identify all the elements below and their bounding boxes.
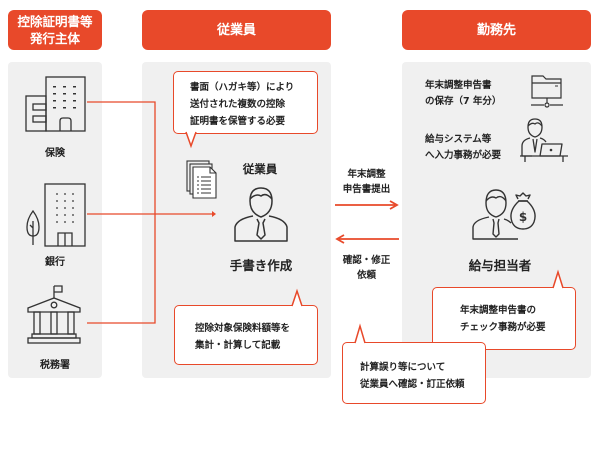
header-issuer: 控除証明書等 発行主体 bbox=[8, 10, 102, 50]
header-employee: 従業員 bbox=[142, 10, 331, 50]
employer-input-text: 給与システム等 へ入力事務が必要 bbox=[425, 134, 502, 161]
documents-icon bbox=[186, 160, 217, 199]
folder-storage-icon bbox=[531, 75, 563, 108]
bubble-tail-calculation bbox=[291, 288, 303, 308]
header-employer-label: 勤務先 bbox=[476, 22, 516, 38]
issuer-label-tax-office: 税務署 bbox=[40, 360, 70, 371]
bubble-tail-document-storage bbox=[185, 130, 197, 149]
header-employee-label: 従業員 bbox=[216, 22, 256, 38]
bubble-tail-correction-request bbox=[354, 323, 366, 345]
bubble-calculation-text: 控除対象保険料額等を 集計・計算して記載 bbox=[195, 323, 291, 351]
dollar-sign-glyph: $ bbox=[519, 210, 527, 224]
payroll-staff-caption: 給与担当者 bbox=[468, 258, 532, 273]
bubble-check-work: 年末調整申告書の チェック事務が必要 bbox=[432, 287, 576, 350]
header-employer: 勤務先 bbox=[402, 10, 591, 50]
flow-request-arrow bbox=[335, 234, 399, 244]
payroll-staff-icon: $ bbox=[472, 189, 536, 240]
bubble-tail-check-work bbox=[552, 269, 564, 290]
connector-insurance bbox=[87, 101, 156, 324]
bubble-correction-request-text: 計算誤り等について 従業員へ確認・訂正依頼 bbox=[360, 362, 465, 390]
issuer-label-bank: 銀行 bbox=[45, 257, 65, 268]
office-worker-laptop-icon bbox=[520, 118, 568, 162]
bubble-check-work-text: 年末調整申告書の チェック事務が必要 bbox=[460, 305, 546, 333]
issuer-label-insurance: 保険 bbox=[45, 148, 65, 159]
bubble-correction-request: 計算誤り等について 従業員へ確認・訂正依頼 bbox=[342, 342, 486, 404]
bank-building-icon bbox=[26, 183, 86, 247]
bubble-document-storage-text: 書面（ハガキ等）により 送付された複数の控除 証明書を保管する必要 bbox=[190, 82, 295, 127]
header-issuer-label: 控除証明書等 発行主体 bbox=[17, 14, 93, 46]
connector-arrowhead bbox=[212, 211, 216, 217]
flow-submit-arrow bbox=[335, 200, 399, 210]
employee-person-title: 従業員 bbox=[242, 162, 278, 176]
flow-submit-label: 年末調整 申告書提出 bbox=[342, 169, 391, 195]
bubble-document-storage: 書面（ハガキ等）により 送付された複数の控除 証明書を保管する必要 bbox=[173, 71, 318, 134]
employee-handwriting-caption: 手書き作成 bbox=[229, 258, 293, 273]
flow-request-label: 確認・修正 依頼 bbox=[342, 255, 391, 281]
office-building-icon bbox=[25, 76, 86, 132]
employee-person-icon bbox=[234, 187, 288, 242]
employer-storage-text: 年末調整申告書 の保存（7 年分） bbox=[425, 80, 502, 107]
tax-office-icon bbox=[27, 285, 81, 344]
bubble-calculation: 控除対象保険料額等を 集計・計算して記載 bbox=[174, 305, 318, 365]
issuer-panel bbox=[8, 62, 102, 378]
